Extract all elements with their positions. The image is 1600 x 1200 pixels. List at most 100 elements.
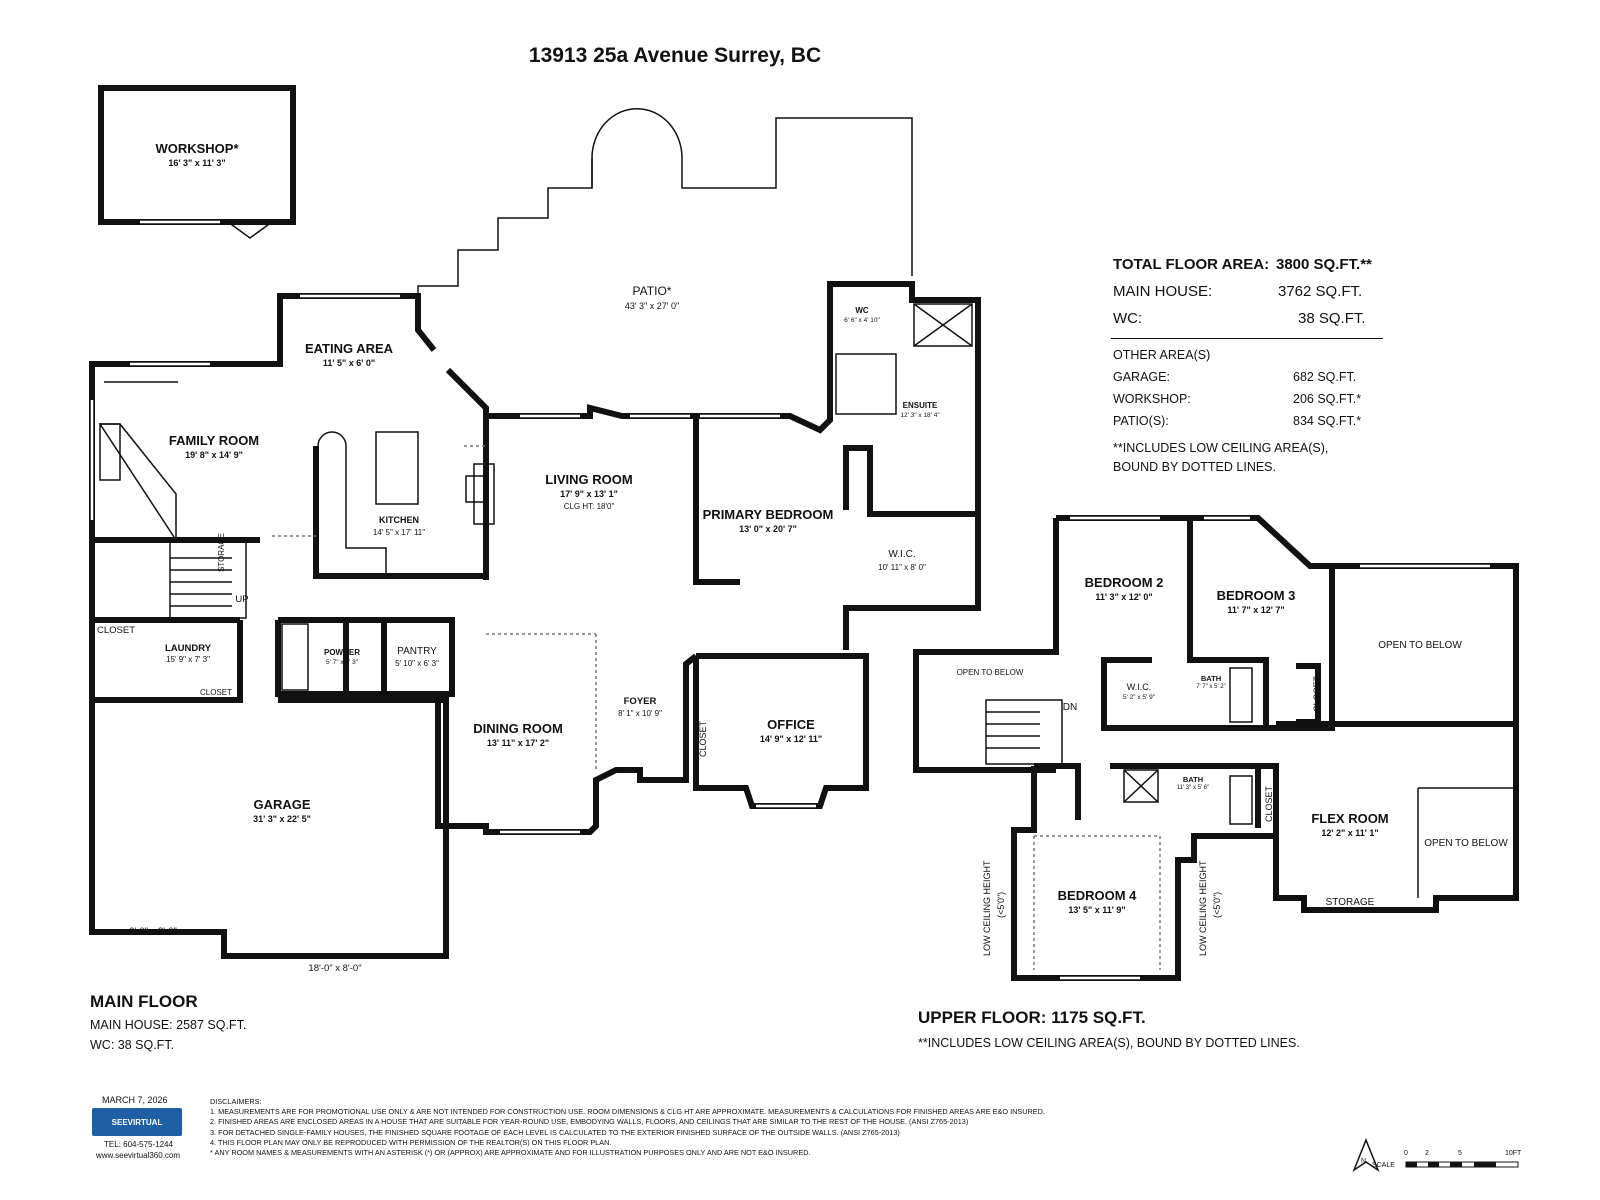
room-dims-bedroom-4: 13' 5" x 11' 9": [1068, 905, 1126, 915]
stairs-down-label: DN: [1062, 702, 1078, 713]
summary-divider: [1111, 338, 1383, 339]
workshop-walls: [98, 85, 296, 239]
stairs-up-label: UP: [235, 594, 249, 605]
closet-label-foyer: CLOSET: [698, 720, 708, 757]
room-name-bedroom-4: BEDROOM 4: [1057, 888, 1137, 903]
main-house-area-label: MAIN HOUSE:: [1113, 283, 1213, 300]
room-dims-foyer: 8' 1" x 10' 9": [618, 709, 662, 718]
room-dims-wic-main: 10' 11" x 8' 0": [878, 563, 926, 572]
room-dims-wic-upper: 5' 2" x 5' 9": [1122, 694, 1156, 701]
closet-label-laundry: CLOSET: [96, 625, 136, 636]
low-ceiling-label-right: LOW CEILING HEIGHT: [1198, 860, 1208, 956]
room-name-eating-area: EATING AREA: [304, 341, 394, 356]
upper-floor-note: **INCLUDES LOW CEILING AREA(S), BOUND BY…: [918, 1036, 1300, 1050]
room-dims-workshop: 16' 3" x 11' 3": [168, 158, 226, 168]
main-floor-house-area: MAIN HOUSE: 2587 SQ.FT.: [90, 1018, 247, 1032]
scale-tick: 10FT: [1505, 1150, 1522, 1157]
open-to-below-label-2: OPEN TO BELOW: [1424, 838, 1508, 849]
main-floor-heading: MAIN FLOOR: [90, 992, 198, 1011]
room-name-ensuite: ENSUITE: [902, 401, 938, 410]
room-dims-laundry: 15' 9" x 7' 3": [166, 655, 210, 664]
scale-tick: 0: [1404, 1150, 1408, 1157]
property-address: 13913 25a Avenue Surrey, BC: [528, 44, 822, 67]
scale-tick: 2: [1425, 1150, 1429, 1157]
room-dims-living-room: 17' 9" x 13' 1": [560, 489, 618, 499]
room-name-bath-2: BATH: [1182, 775, 1204, 784]
room-name-wic-upper: W.I.C.: [1126, 682, 1152, 692]
room-dims-flex-room: 12' 2" x 11' 1": [1321, 828, 1379, 838]
north-arrow-icon: [1352, 1137, 1380, 1172]
room-name-bath-1: BATH: [1200, 674, 1222, 683]
room-dims-pantry: 5' 10" x 6' 3": [395, 659, 439, 668]
closet-label-upper-2: CLOSET: [1264, 785, 1274, 822]
low-ceiling-value-right: (<5'0"): [1212, 891, 1222, 918]
wc-area-label: WC:: [1113, 310, 1143, 327]
closet-label-upper-1: CLOSET: [1312, 675, 1322, 712]
scale-bar: [1405, 1161, 1519, 1168]
room-dims-bedroom-2: 11' 3" x 12' 0": [1095, 592, 1153, 602]
room-dims-family-room: 19' 8" x 14' 9": [185, 450, 243, 460]
room-name-kitchen: KITCHEN: [379, 515, 419, 525]
low-ceiling-note-1: **INCLUDES LOW CEILING AREA(S),: [1113, 441, 1329, 455]
north-label: N: [1361, 1158, 1367, 1165]
plan-date: MARCH 7, 2026: [102, 1095, 168, 1105]
room-name-laundry: LAUNDRY: [164, 643, 212, 654]
room-name-workshop: WORKSHOP*: [155, 141, 239, 156]
contact-website: www.seevirtual360.com: [96, 1151, 181, 1160]
room-dims-bath-2: 11' 3" x 5' 6": [1176, 785, 1210, 791]
room-dims-primary-bedroom: 13' 0" x 20' 7": [739, 524, 797, 534]
main-floor-fixtures: [90, 294, 1063, 834]
storage-label-upper: STORAGE: [1325, 897, 1375, 908]
room-dims-bedroom-3: 11' 7" x 12' 7": [1227, 605, 1285, 615]
upper-floor-heading: UPPER FLOOR: 1175 SQ.FT.: [918, 1008, 1146, 1027]
room-dims-bath-1: 7' 7" x 5' 2": [1196, 684, 1226, 690]
main-house-area-value: 3762 SQ.FT.: [1278, 283, 1363, 300]
room-dims-wc: 6' 6" x 4' 10": [844, 317, 880, 324]
room-dims-dining-room: 13' 11" x 17' 2": [486, 738, 550, 748]
main-floor-walls: [89, 281, 981, 959]
open-to-below-label-1: OPEN TO BELOW: [1378, 640, 1462, 651]
disclaimer-line: 3. FOR DETACHED SINGLE-FAMILY HOUSES, TH…: [210, 1127, 900, 1137]
seevirtual-logo: SEEVIRTUAL: [92, 1108, 182, 1136]
room-name-pantry: PANTRY: [397, 646, 437, 657]
other-area-label: GARAGE:: [1113, 370, 1170, 384]
patio-arch: [591, 108, 913, 276]
room-name-office: OFFICE: [767, 717, 815, 732]
disclaimer-line: 1. MEASUREMENTS ARE FOR PROMOTIONAL USE …: [210, 1107, 1045, 1117]
other-area-label: WORKSHOP:: [1113, 392, 1191, 406]
wc-area-value: 38 SQ.FT.: [1298, 310, 1366, 327]
scale-tick: 5: [1458, 1150, 1462, 1157]
room-name-wic-main: W.I.C.: [888, 549, 916, 560]
room-name-foyer: FOYER: [623, 696, 657, 707]
other-area-label: PATIO(S):: [1113, 414, 1169, 428]
other-area-value: 682 SQ.FT.: [1293, 370, 1357, 384]
total-floor-area-label: TOTAL FLOOR AREA:: [1113, 256, 1270, 273]
upper-floor-walls: [913, 515, 1519, 981]
contact-phone: TEL: 604-575-1244: [104, 1140, 173, 1149]
room-name-bedroom-2: BEDROOM 2: [1084, 575, 1164, 590]
disclaimer-line: * ANY ROOM NAMES & MEASUREMENTS WITH AN …: [210, 1148, 811, 1158]
low-ceiling-note-2: BOUND BY DOTTED LINES.: [1113, 460, 1276, 474]
storage-label-main: STORAGE: [217, 533, 226, 572]
total-floor-area-value: 3800 SQ.FT.**: [1276, 256, 1372, 273]
low-ceiling-label-left: LOW CEILING HEIGHT: [982, 860, 992, 956]
closet-label-laundry-2: CLOSET: [199, 688, 233, 697]
disclaimer-line: 2. FINISHED AREAS ARE ENCLOSED AREAS IN …: [210, 1117, 969, 1127]
room-name-bedroom-3: BEDROOM 3: [1216, 588, 1296, 603]
garage-door-2-size: 18'-0" x 8'-0": [308, 963, 362, 974]
disclaimers-heading: DISCLAIMERS:: [210, 1097, 262, 1106]
low-ceiling-value-left: (<5'0"): [996, 891, 1006, 918]
room-dims-powder: 5' 7" x 6' 3": [325, 659, 359, 666]
disclaimers: DISCLAIMERS: 1. MEASUREMENTS ARE FOR PRO…: [210, 1097, 1090, 1158]
room-name-flex-room: FLEX ROOM: [1311, 811, 1389, 826]
room-name-living-room: LIVING ROOM: [545, 472, 633, 487]
room-name-dining-room: DINING ROOM: [473, 721, 563, 736]
room-name-patio: PATIO*: [632, 284, 672, 298]
room-dims-garage: 31' 3" x 22' 5": [253, 814, 311, 824]
open-to-below-label-stair: OPEN TO BELOW: [956, 668, 1024, 677]
other-area-value: 206 SQ.FT.*: [1293, 392, 1362, 406]
ceiling-height-living-room: CLG HT: 18'0": [563, 502, 615, 511]
room-name-powder: POWDER: [324, 648, 360, 657]
room-dims-patio: 43' 3" x 27' 0": [624, 301, 680, 311]
